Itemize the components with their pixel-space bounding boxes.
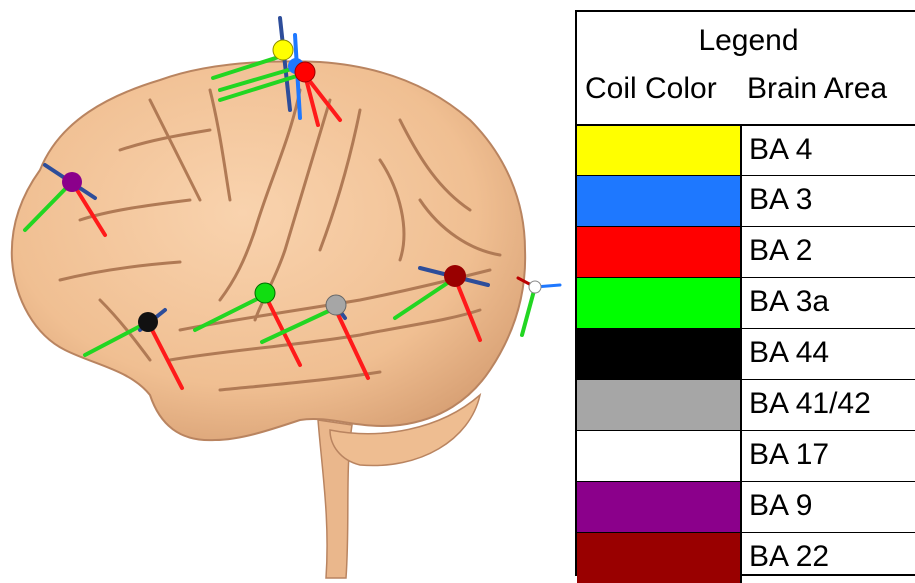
legend-row: BA 4 (577, 124, 915, 175)
legend-row: BA 22 (577, 532, 915, 583)
legend-row: BA 41/42 (577, 379, 915, 430)
legend-row: BA 3 (577, 175, 915, 226)
color-swatch (577, 126, 742, 175)
legend-header: Coil Color Brain Area (577, 64, 915, 120)
brain-area-label: BA 2 (749, 234, 812, 268)
cerebrum-surface (12, 61, 525, 440)
color-swatch (577, 176, 742, 226)
coil-ba17 (518, 278, 560, 335)
brain-area-label: BA 41/42 (749, 387, 871, 421)
legend-table: Legend Coil Color Brain Area BA 4 BA 3 BA … (575, 10, 915, 576)
brain-area-label: BA 3 (749, 183, 812, 217)
color-swatch (577, 533, 742, 583)
color-swatch (577, 431, 742, 481)
legend-row: BA 2 (577, 226, 915, 277)
brain-area-label: BA 17 (749, 438, 829, 472)
legend-row: BA 17 (577, 430, 915, 481)
brain-area-label: BA 44 (749, 336, 829, 370)
brain-area-label: BA 3a (749, 285, 829, 319)
brain-illustration (0, 0, 570, 579)
brain-area-label: BA 4 (749, 133, 812, 167)
color-swatch (577, 329, 742, 379)
legend-row: BA 44 (577, 328, 915, 379)
legend-row: BA 3a (577, 277, 915, 328)
column-header-brain-area: Brain Area (747, 72, 887, 106)
brain-area-label: BA 9 (749, 489, 812, 523)
color-swatch (577, 380, 742, 430)
legend-title: Legend (577, 12, 915, 64)
legend-row: BA 9 (577, 481, 915, 532)
legend-rows: BA 4 BA 3 BA 2 BA 3a BA 44 BA 41/42 BA 17 BA 9 B… (577, 124, 915, 583)
color-swatch (577, 482, 742, 532)
color-swatch (577, 227, 742, 277)
brain-area-label: BA 22 (749, 540, 829, 574)
color-swatch (577, 278, 742, 328)
column-header-coil-color: Coil Color (585, 72, 717, 106)
